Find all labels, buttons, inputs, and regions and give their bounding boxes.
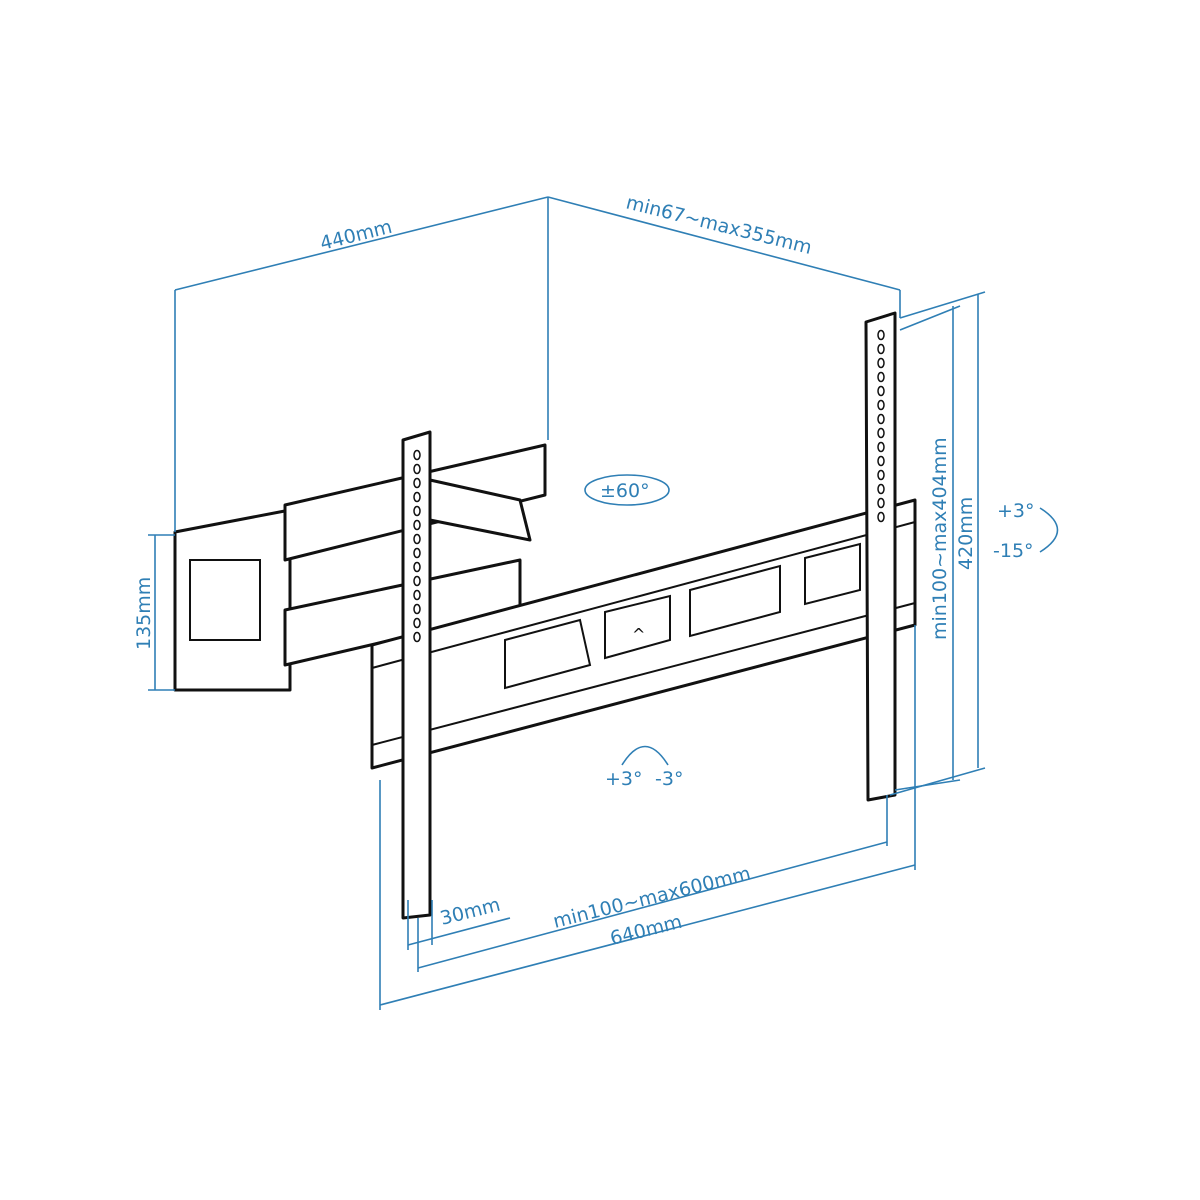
rail-hole — [877, 329, 885, 341]
swivel-arrow-icon — [584, 474, 670, 506]
label-rotate-plus: +3° — [605, 768, 643, 790]
tilt-arrow-icon — [1039, 507, 1059, 553]
rail-hole — [413, 491, 421, 503]
dimension-lines — [148, 196, 1059, 1010]
rail-hole — [413, 463, 421, 475]
rail-hole — [413, 519, 421, 531]
rail-hole — [413, 575, 421, 587]
tv-mount-drawing: ^ — [173, 311, 917, 920]
rail-hole — [413, 617, 421, 629]
label-vesa-vertical: min100~max404mm — [929, 437, 951, 640]
rail-hole — [877, 427, 885, 439]
left-vertical-rail — [401, 430, 432, 920]
label-tilt-down: -15° — [993, 540, 1034, 562]
label-swivel: ±60° — [600, 480, 650, 502]
rail-hole — [877, 399, 885, 411]
rail-hole — [877, 343, 885, 355]
rail-hole — [413, 449, 421, 461]
rail-hole — [877, 483, 885, 495]
wall-plate — [173, 508, 292, 692]
rail-hole — [877, 455, 885, 467]
label-440mm: 440mm — [318, 216, 394, 255]
rail-hole — [413, 477, 421, 489]
label-rotate-minus: -3° — [655, 768, 683, 790]
rail-hole — [413, 505, 421, 517]
rail-hole — [413, 631, 421, 643]
rail-hole — [877, 497, 885, 509]
label-420mm: 420mm — [955, 497, 977, 570]
rail-hole — [877, 511, 885, 523]
rail-hole — [413, 547, 421, 559]
rail-hole — [877, 413, 885, 425]
rail-hole — [877, 371, 885, 383]
label-135mm: 135mm — [133, 577, 155, 650]
wall-plate-cutout — [189, 559, 261, 641]
rail-hole — [877, 441, 885, 453]
right-vertical-rail — [864, 311, 897, 802]
label-tilt-up: +3° — [997, 500, 1035, 522]
svg-text:^: ^ — [632, 625, 645, 644]
rail-hole — [413, 533, 421, 545]
rail-hole — [877, 469, 885, 481]
rail-hole — [413, 603, 421, 615]
label-30mm: 30mm — [438, 894, 503, 930]
rail-hole — [413, 589, 421, 601]
rail-hole — [413, 561, 421, 573]
rail-hole — [877, 357, 885, 369]
rotate-arrow-icon — [621, 745, 669, 766]
rail-hole — [877, 385, 885, 397]
